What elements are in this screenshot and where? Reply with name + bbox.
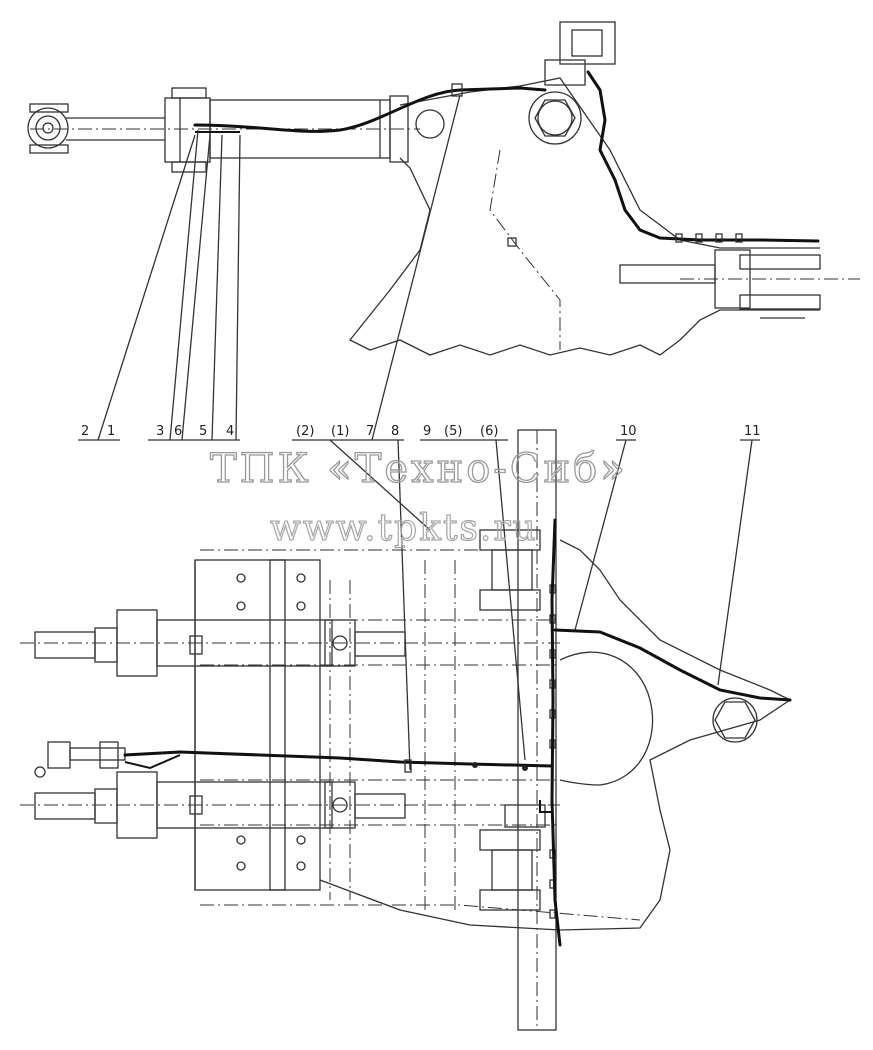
callout-7: 7 — [366, 424, 374, 439]
callout-9: 9 — [423, 424, 431, 439]
callout-p1: (1) — [331, 424, 349, 439]
callout-2: 2 — [81, 424, 89, 439]
callout-3: 3 — [156, 424, 164, 439]
callout-4: 4 — [226, 424, 234, 439]
plan-view — [20, 429, 792, 1031]
callout-p5: (5) — [444, 424, 462, 439]
side-view — [27, 21, 860, 356]
callout-p6: (6) — [480, 424, 498, 439]
callout-labels: 2 1 3 6 5 4 (2) (1) 7 8 9 (5) (6) 10 11 — [78, 424, 761, 441]
callout-8: 8 — [391, 424, 399, 439]
watermark: ТПК «Техно-Сиб» www.tpkts.ru — [209, 445, 628, 549]
watermark-company: ТПК «Техно-Сиб» — [210, 446, 628, 492]
callout-5: 5 — [199, 424, 207, 439]
watermark-url: www.tpkts.ru — [270, 508, 538, 549]
callout-6: 6 — [174, 424, 182, 439]
callout-leaders — [97, 94, 753, 771]
callout-p2: (2) — [296, 424, 314, 439]
callout-10: 10 — [620, 424, 637, 439]
callout-11: 11 — [744, 424, 761, 439]
callout-1: 1 — [107, 424, 115, 439]
